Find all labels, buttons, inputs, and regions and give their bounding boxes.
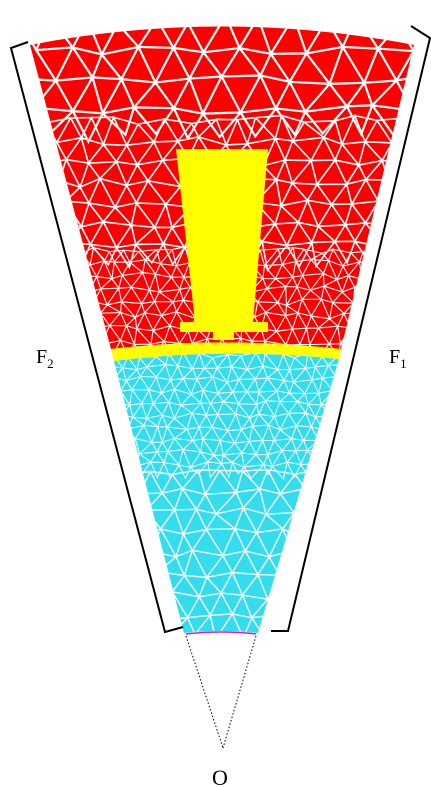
label-f2: F2 (36, 346, 54, 371)
label-f1: F1 (389, 346, 407, 371)
slot-region (176, 149, 268, 340)
label-origin: O (212, 765, 228, 787)
air-gap-band (111, 342, 341, 361)
inner-boundary-arc (185, 631, 257, 635)
boundary-f2-line (9, 41, 184, 634)
boundary-f1-line (271, 25, 431, 632)
dotted-line-left (185, 635, 224, 749)
dotted-line-right (222, 635, 257, 749)
